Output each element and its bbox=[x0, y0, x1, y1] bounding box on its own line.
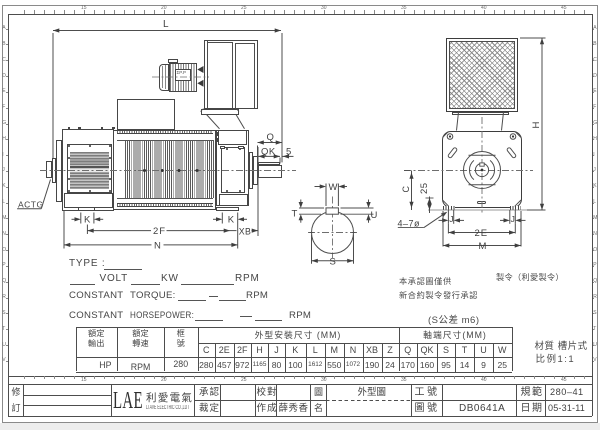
svg-text:4–7ø: 4–7ø bbox=[398, 218, 421, 228]
svg-text:J: J bbox=[449, 214, 454, 224]
svg-text:ACTG: ACTG bbox=[18, 200, 44, 210]
svg-text:J: J bbox=[511, 214, 516, 224]
svg-text:K: K bbox=[228, 215, 235, 226]
svg-text:XB: XB bbox=[239, 226, 252, 236]
svg-text:W: W bbox=[329, 182, 338, 193]
svg-text:QK: QK bbox=[261, 147, 276, 158]
svg-text:2F: 2F bbox=[153, 226, 166, 237]
svg-text:M: M bbox=[479, 241, 487, 252]
svg-text:N: N bbox=[154, 241, 161, 252]
svg-text:Q: Q bbox=[267, 132, 275, 143]
svg-text:2E: 2E bbox=[475, 228, 489, 239]
svg-text:H: H bbox=[531, 121, 542, 128]
svg-text:S: S bbox=[330, 257, 337, 268]
svg-text:K: K bbox=[84, 215, 91, 226]
svg-text:25: 25 bbox=[419, 182, 430, 194]
svg-text:5: 5 bbox=[286, 147, 292, 158]
svg-text:L: L bbox=[163, 19, 170, 30]
svg-text:U: U bbox=[371, 210, 378, 221]
svg-text:T: T bbox=[292, 209, 298, 220]
svg-text:C: C bbox=[401, 186, 411, 193]
